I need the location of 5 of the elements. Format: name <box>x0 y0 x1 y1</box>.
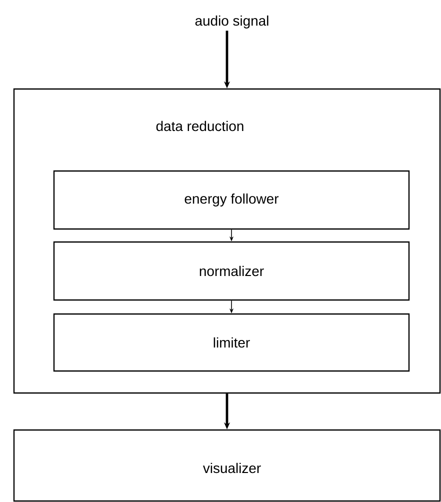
signal-label: audio signal <box>195 16 268 28</box>
process-box: normalizer <box>53 241 410 301</box>
process-box: visualizer <box>13 429 441 502</box>
process-box: energy follower <box>53 170 410 230</box>
process-box: limiter <box>53 313 410 372</box>
